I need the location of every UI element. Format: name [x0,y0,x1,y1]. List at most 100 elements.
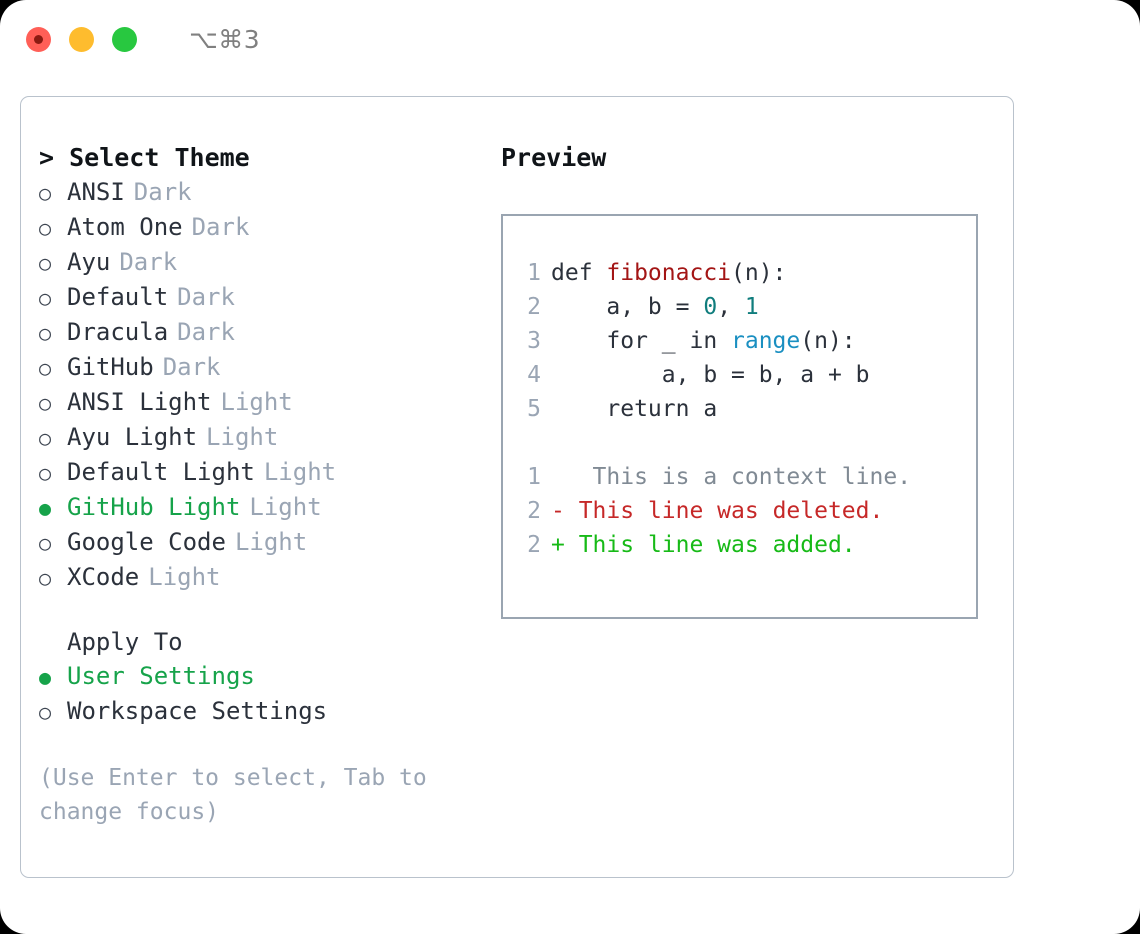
theme-option-tag: Light [206,423,279,451]
theme-option-ayu-light[interactable]: ○ Ayu Light Light [39,420,501,455]
radio-unselected-icon: ○ [39,426,52,450]
code-line: 5 return a [503,392,976,426]
code-line-content: for _ in range(n): [551,324,856,358]
radio-unselected-icon: ○ [39,700,52,724]
code-token-plain: , [717,294,745,320]
theme-option-default-light[interactable]: ○ Default Light Light [39,455,501,490]
code-token-plain: (n): [800,328,856,354]
code-token-plain: a, b = [551,294,704,320]
apply-to-option-label: Workspace Settings [67,697,328,725]
theme-option-label: ANSI [67,178,125,206]
radio-selected-icon: ● [39,496,52,520]
code-token-plain: def [551,260,607,286]
keyboard-hint-text: (Use Enter to select, Tab to change focu… [39,765,427,825]
code-line-content: return a [551,392,717,426]
theme-option-ayu[interactable]: ○ Ayu Dark [39,245,501,280]
diff-line-text: This is a context line. [564,464,912,490]
theme-option-tag: Dark [162,353,221,381]
line-number: 2 [527,532,541,558]
theme-option-ansi[interactable]: ○ ANSI Dark [39,175,501,210]
radio-unselected-icon: ○ [39,356,52,380]
code-token-plain: (n): [731,260,787,286]
code-token-num: 0 [703,294,718,320]
block-spacer [503,426,976,460]
theme-option-tag: Dark [177,283,235,311]
line-number: 5 [527,396,541,422]
diff-marker: + [551,532,565,558]
code-token-plain: for _ in [551,328,732,354]
theme-option-tag: Dark [119,248,178,276]
radio-unselected-icon: ○ [39,391,52,415]
apply-to-heading: Apply To [67,628,183,656]
theme-option-label: Google Code [67,528,226,556]
code-line-content: def fibonacci(n): [551,256,786,290]
theme-option-tag: Dark [133,178,192,206]
theme-option-atom-one[interactable]: ○ Atom One Dark [39,210,501,245]
keyboard-shortcut-label: ⌥⌘3 [189,24,261,54]
theme-option-label: Default [67,283,169,311]
theme-option-label: Default Light [67,458,255,486]
radio-selected-icon: ● [39,665,52,689]
line-number: 2 [527,498,541,524]
code-line: 3 for _ in range(n): [503,324,976,358]
diff-sample-block: 1 This is a context line.2- This line wa… [503,460,976,562]
theme-option-label: XCode [67,563,140,591]
apply-to-option-user-settings[interactable]: ● User Settings [39,659,501,694]
theme-option-default[interactable]: ○ Default Dark [39,280,501,315]
radio-unselected-icon: ○ [39,181,52,205]
code-line-content: a, b = b, a + b [551,358,870,392]
apply-to-section: Apply To ● User Settings ○ Workspace Settin… [39,625,501,729]
minimize-button[interactable] [69,26,94,52]
theme-option-label: Atom One [67,213,183,241]
code-line-content: a, b = 0, 1 [551,290,759,324]
theme-option-github[interactable]: ○ GitHub Dark [39,350,501,385]
theme-option-tag: Light [263,458,337,486]
apply-to-option-list[interactable]: ● User Settings ○ Workspace Settings [39,659,501,729]
theme-option-label: Dracula [67,318,169,346]
preview-heading: Preview [501,143,607,172]
theme-option-label: GitHub Light [67,493,241,521]
title-bar: ⌥⌘3 [0,0,1140,78]
code-token-num: 1 [744,294,759,320]
theme-option-tag: Dark [191,213,250,241]
maximize-button[interactable] [112,26,137,52]
radio-unselected-icon: ○ [39,461,52,485]
theme-option-label: ANSI Light [67,388,212,416]
code-token-fn: fibonacci [606,260,732,286]
theme-option-tag: Dark [177,318,235,346]
close-button[interactable] [26,26,51,52]
diff-line-added: 2 + This line was added. [503,528,976,562]
window-controls [26,26,137,52]
diff-marker: - [551,498,565,524]
diff-line-text: This line was deleted. [564,498,884,524]
apply-to-option-workspace-settings[interactable]: ○ Workspace Settings [39,694,501,729]
apply-to-option-label: User Settings [67,662,255,690]
theme-option-label: Ayu [67,248,111,276]
code-token-call: range [731,328,801,354]
close-icon [34,34,43,44]
select-theme-heading: > Select Theme [39,143,250,172]
radio-unselected-icon: ○ [39,251,52,275]
code-line: 1 def fibonacci(n): [503,256,976,290]
radio-unselected-icon: ○ [39,286,52,310]
theme-option-tag: Light [234,528,308,556]
theme-option-label: Ayu Light [67,423,198,451]
theme-option-label: GitHub [67,353,154,381]
line-number: 2 [527,294,541,320]
line-number: 1 [527,260,541,286]
radio-unselected-icon: ○ [39,216,52,240]
diff-line-text: This line was added. [564,532,856,558]
diff-marker [551,460,565,494]
code-token-plain: return a [551,396,718,422]
